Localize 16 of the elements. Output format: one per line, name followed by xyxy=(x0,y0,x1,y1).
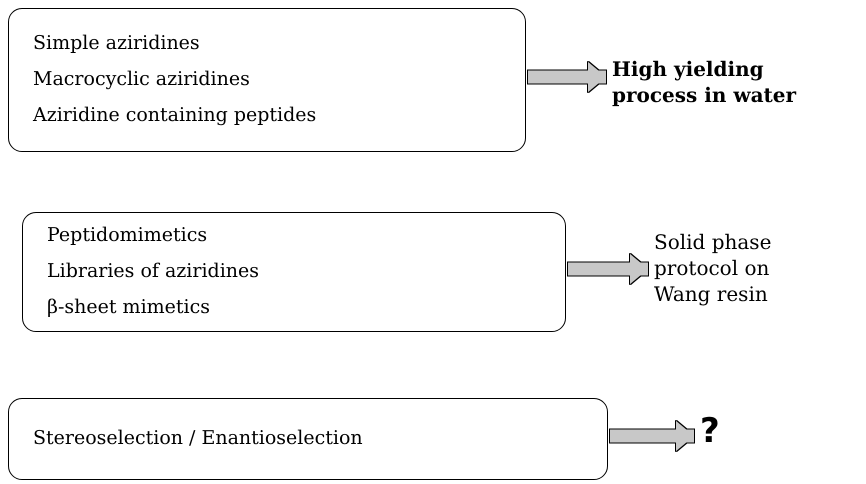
box-text: Simple aziridines xyxy=(33,33,201,56)
result-text: ? xyxy=(700,408,750,454)
rounded-box xyxy=(8,398,608,480)
rounded-box xyxy=(22,212,566,332)
rounded-box xyxy=(8,8,526,152)
box-text: Macrocyclic aziridines xyxy=(33,69,251,91)
box-text: β-sheet mimetics xyxy=(47,296,212,319)
result-text: High yielding process in water xyxy=(612,52,832,112)
box-text: Peptidomimetics xyxy=(47,225,208,248)
block-arrow xyxy=(610,421,694,451)
block-arrow xyxy=(528,62,606,92)
block-arrow xyxy=(568,254,648,284)
box-text: Libraries of aziridines xyxy=(47,261,260,283)
result-text: Solid phase protocol on Wang resin xyxy=(654,220,819,316)
box-text: Stereoselection / Enantioselection xyxy=(33,428,364,450)
box-text: Aziridine containing peptides xyxy=(33,104,318,127)
